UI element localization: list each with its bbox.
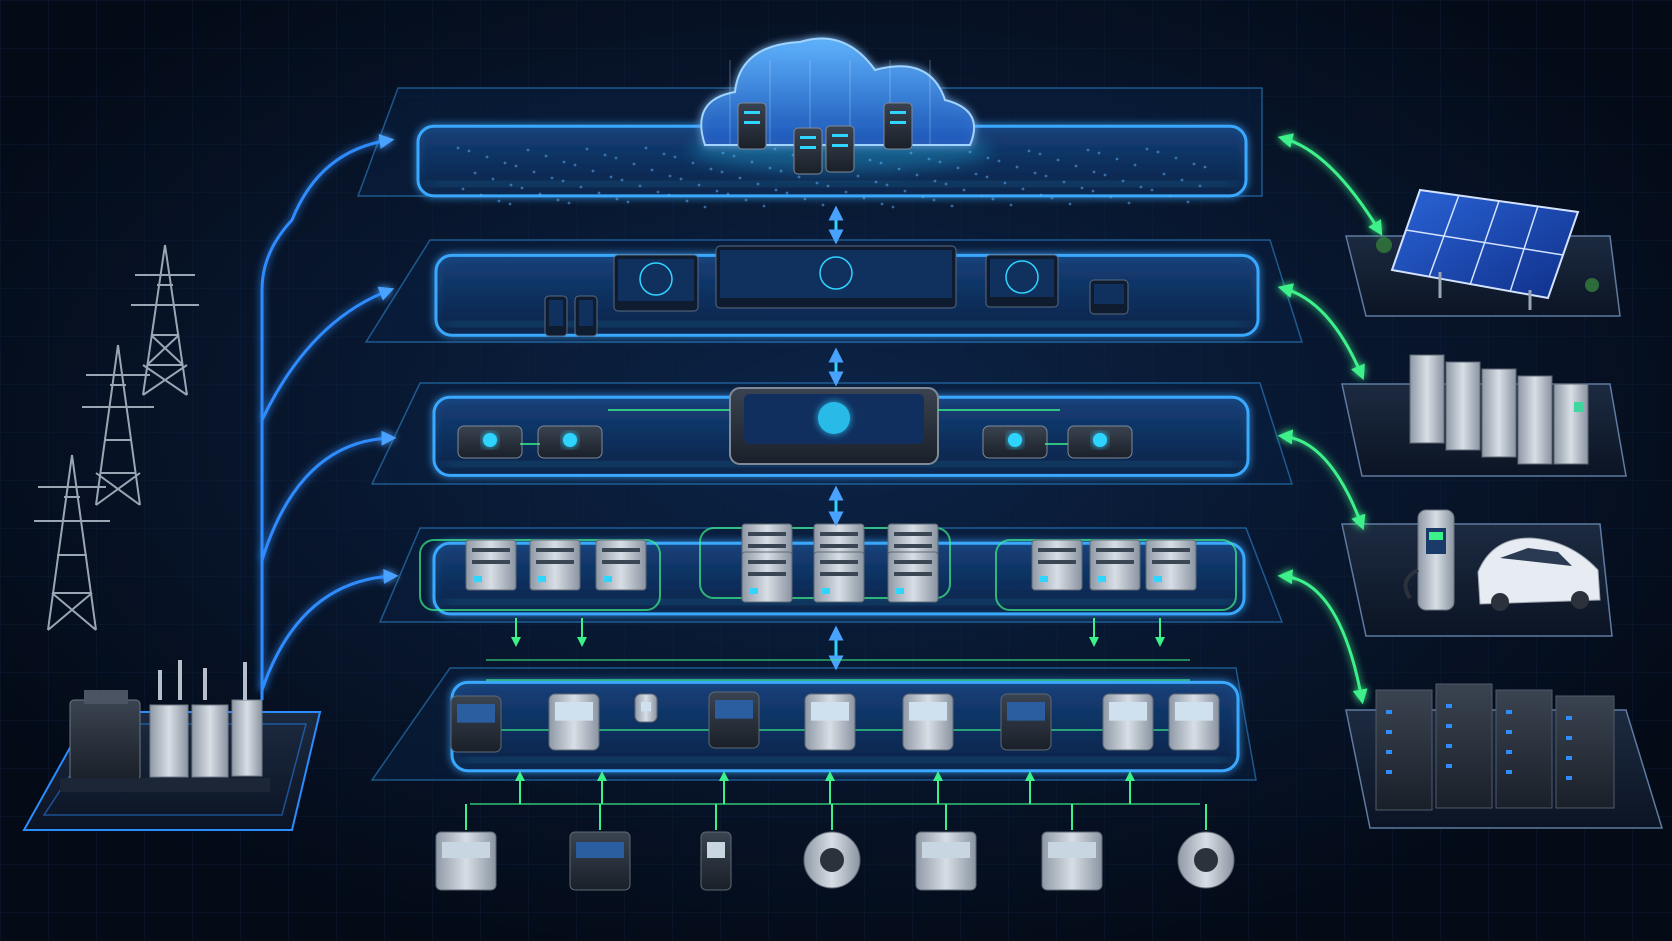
edge-gateway-icon (457, 387, 1133, 465)
io-module-icon (435, 804, 497, 891)
sensor-icon (700, 804, 732, 891)
relay-icon (1041, 804, 1103, 891)
layer-edge-hub (370, 382, 1294, 485)
substation-pad (22, 660, 322, 831)
dome-sensor-icon (1177, 804, 1235, 889)
layer-cloud (356, 37, 1263, 209)
ev-charger-icon (1403, 509, 1601, 611)
layer-field-devices (370, 667, 1257, 781)
server-rack-icon (1375, 683, 1615, 811)
camera-icon (803, 804, 861, 889)
right-link-2 (1277, 283, 1365, 381)
switchgear-cabinet-icon (419, 523, 1237, 611)
left-blue-bus (260, 134, 399, 700)
layer-control-center (364, 239, 1304, 343)
substation-transformer-icon (60, 660, 270, 792)
meter-device-icon (450, 679, 1220, 753)
right-green-bus (1277, 133, 1383, 705)
right-link-4 (1277, 569, 1368, 705)
right-assets (1341, 188, 1664, 829)
layer-stack (356, 37, 1304, 781)
energy-meter-icon (915, 804, 977, 891)
sensor-row (435, 771, 1235, 891)
field-bus-links (486, 618, 1190, 661)
solar-pad (1345, 188, 1621, 317)
display-meter-icon (569, 804, 631, 891)
left-assets (22, 244, 322, 831)
battery-storage-icon (1409, 354, 1589, 465)
layer-switchgear (378, 523, 1284, 623)
right-link-1 (1277, 133, 1383, 236)
monitoring-screens-icon (544, 245, 1129, 337)
solar-panel-icon (1376, 188, 1599, 310)
right-link-3 (1277, 429, 1366, 531)
transmission-tower-icon (34, 244, 199, 631)
cloud-datacenter-icon (456, 37, 1207, 209)
battery-pad (1341, 354, 1627, 477)
server-pad (1345, 683, 1664, 829)
connector-lines (260, 133, 1383, 705)
ev-pad (1341, 509, 1613, 637)
